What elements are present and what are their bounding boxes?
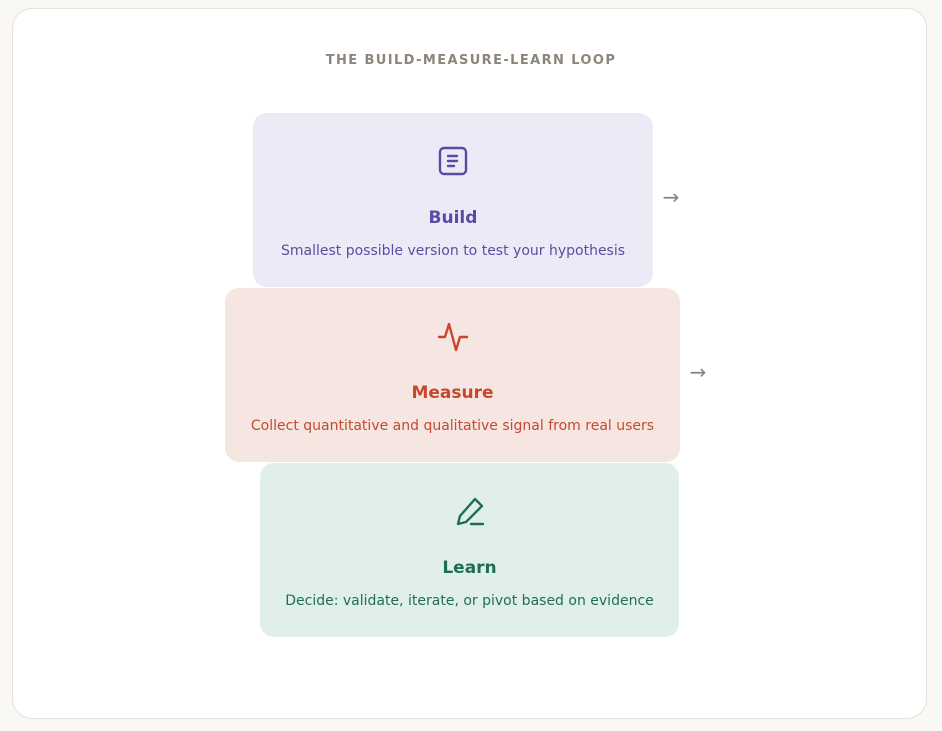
step-label: Measure	[411, 383, 494, 403]
arrow-right-icon: →	[662, 185, 680, 209]
pulse-icon	[437, 320, 469, 352]
step-label: Learn	[442, 558, 497, 578]
arrow-right-icon: →	[689, 360, 707, 384]
step-label: Build	[428, 208, 478, 228]
step-description: Decide: validate, iterate, or pivot base…	[285, 593, 654, 609]
step-description: Collect quantitative and qualitative sig…	[250, 418, 655, 434]
pencil-icon	[454, 495, 486, 527]
step-measure: Measure Collect quantitative and qualita…	[225, 288, 680, 462]
step-build: Build Smallest possible version to test …	[253, 113, 653, 287]
document-icon	[437, 145, 469, 177]
step-description: Smallest possible version to test your h…	[280, 243, 626, 259]
diagram-title: THE BUILD-MEASURE-LEARN LOOP	[325, 53, 617, 68]
step-learn: Learn Decide: validate, iterate, or pivo…	[260, 463, 679, 637]
